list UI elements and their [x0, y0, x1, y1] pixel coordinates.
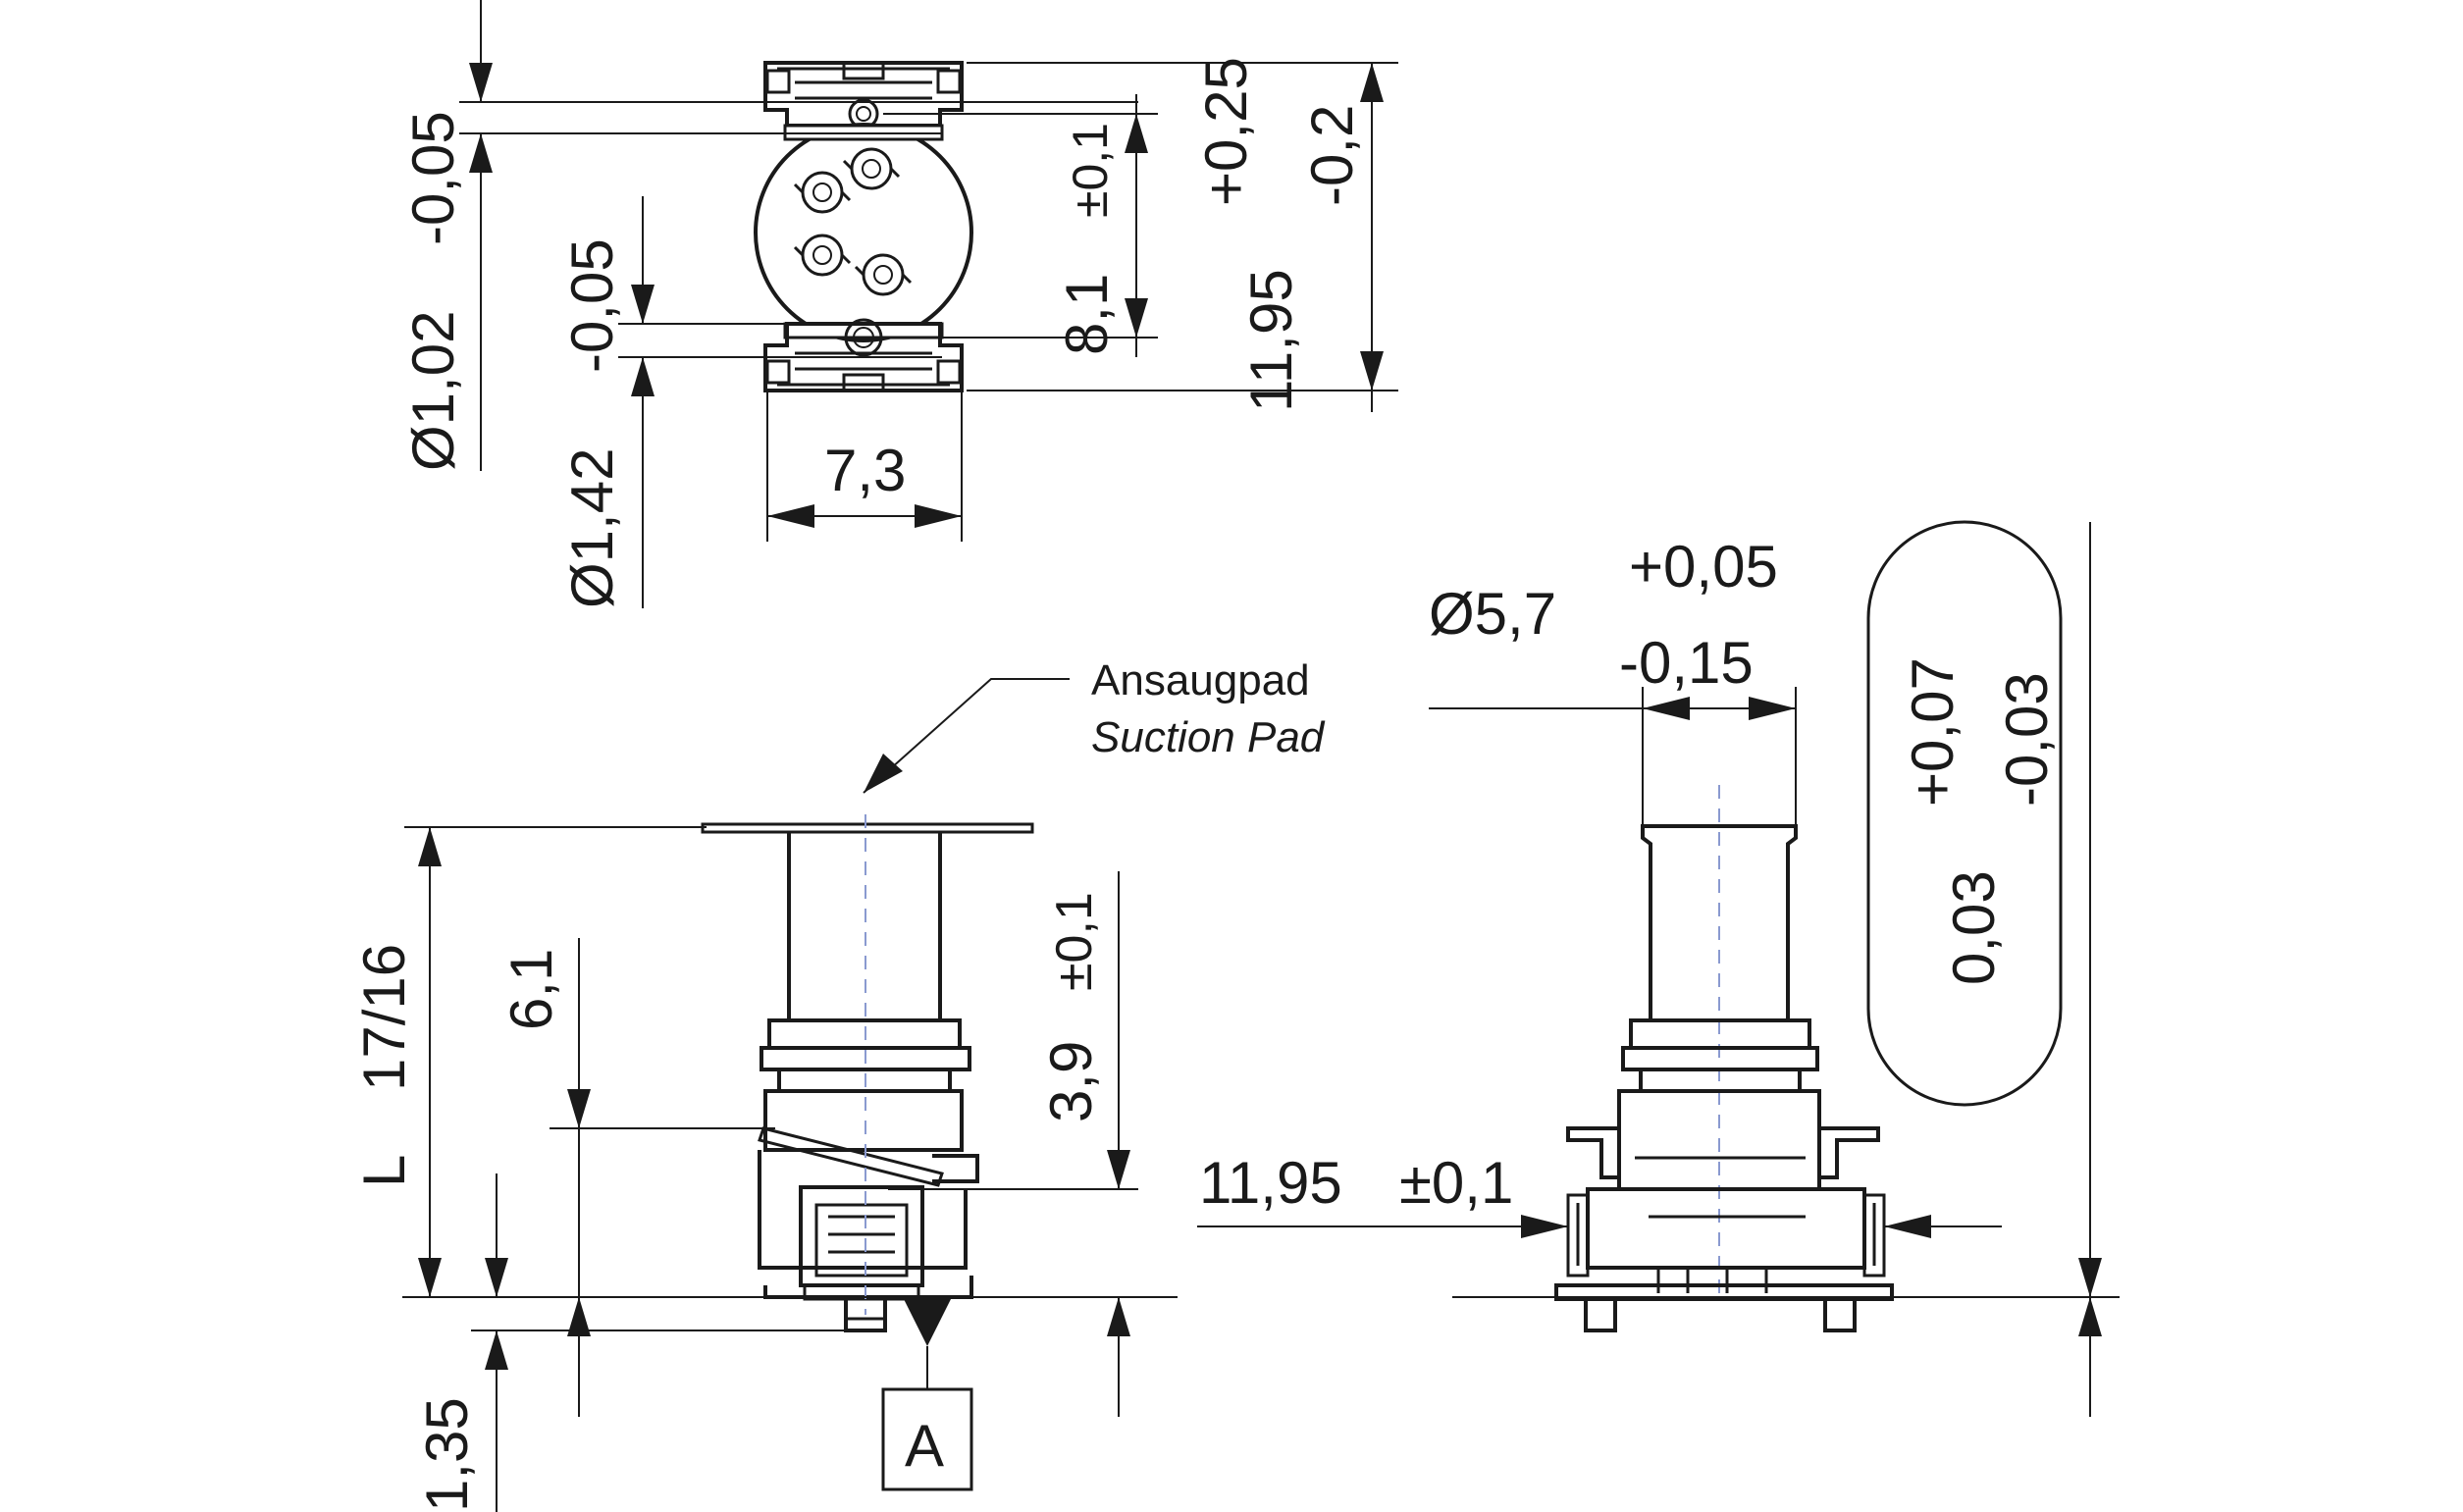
datum-a: A — [881, 1297, 973, 1491]
dim-pitch-8-1: 8,1 ±0,1 — [883, 94, 1158, 357]
dim-shaft-dia-tol-lower: -0,15 — [1619, 630, 1754, 696]
dim-height-L-label: L — [351, 1155, 417, 1187]
contact-pins — [793, 147, 913, 296]
dim-pin-1-35: 1,35 — [414, 1173, 508, 1512]
dim-height-L-value: 17/16 — [351, 944, 417, 1091]
flatness-value: 0,03 — [1941, 870, 2007, 985]
front-view-body — [1554, 785, 1894, 1332]
dim-shaft-dia-label: Ø5,7 — [1429, 581, 1556, 647]
dim-length-11-95-tol-lower: -0,2 — [1299, 105, 1365, 206]
dim-front-right-ref — [2078, 522, 2102, 1417]
suction-pad-callout: Ansaugpad Suction Pad — [863, 656, 1326, 794]
dim-length-11-95-label: 11,95 — [1238, 269, 1304, 412]
dim-pin-1-35-label: 1,35 — [414, 1397, 480, 1512]
dim-height-3-9-tol: ±0,1 — [1046, 892, 1103, 991]
dim-length-11-95: 11,95 +0,25 -0,2 — [967, 57, 1398, 412]
dim-front-width-label: 11,95 — [1199, 1150, 1342, 1216]
suction-pad-label-de: Ansaugpad — [1091, 656, 1310, 704]
dim-pitch-8-1-label: 8,1 — [1054, 274, 1120, 355]
flatness-tol-upper: +0,07 — [1900, 657, 1965, 807]
dim-height-3-9: 3,9 ±0,1 — [1038, 871, 1130, 1417]
top-view: Ø1,02 -0,05 Ø1,42 -0,05 8,1 ±0,1 11,95 +… — [400, 0, 1398, 608]
datum-a-label: A — [905, 1413, 944, 1479]
front-view: Ø5,7 +0,05 -0,15 — [1197, 520, 2120, 1417]
dim-front-width: 11,95 ±0,1 — [1197, 1150, 2002, 1238]
dim-shaft-dia-tol-upper: +0,05 — [1629, 534, 1778, 600]
dim-width-7-3: 7,3 — [766, 392, 963, 542]
dim-front-width-tol: ±0,1 — [1399, 1150, 1513, 1216]
dim-height-6-1-label: 6,1 — [498, 949, 564, 1030]
dim-height-3-9-label: 3,9 — [1038, 1041, 1104, 1122]
side-view-body — [701, 814, 1034, 1332]
dim-height-6-1: 6,1 — [498, 938, 591, 1417]
dim-dia-1-02-tol: -0,05 — [400, 111, 466, 245]
dim-pitch-8-1-tol: ±0,1 — [1063, 123, 1118, 218]
dim-dia-1-42: Ø1,42 -0,05 — [559, 196, 942, 608]
dim-dia-1-42-tol: -0,05 — [559, 238, 625, 373]
dim-width-7-3-label: 7,3 — [824, 438, 906, 503]
suction-pad-label-en: Suction Pad — [1091, 713, 1326, 761]
dim-dia-1-42-label: Ø1,42 — [559, 448, 625, 608]
flatness-tol-lower: -0,03 — [1994, 672, 2060, 807]
dim-height-L: L 17/16 — [351, 826, 707, 1297]
top-view-body — [754, 61, 973, 392]
dim-length-11-95-tol-upper: +0,25 — [1193, 57, 1259, 206]
flatness-callout: +0,07 -0,03 0,03 — [1866, 520, 2063, 1107]
dim-dia-1-02: Ø1,02 -0,05 — [400, 0, 1138, 471]
side-view: Ansaugpad Suction Pad — [351, 656, 1326, 1512]
dim-dia-1-02-label: Ø1,02 — [400, 311, 466, 471]
dim-shaft-dia: Ø5,7 +0,05 -0,15 — [1429, 534, 1797, 826]
